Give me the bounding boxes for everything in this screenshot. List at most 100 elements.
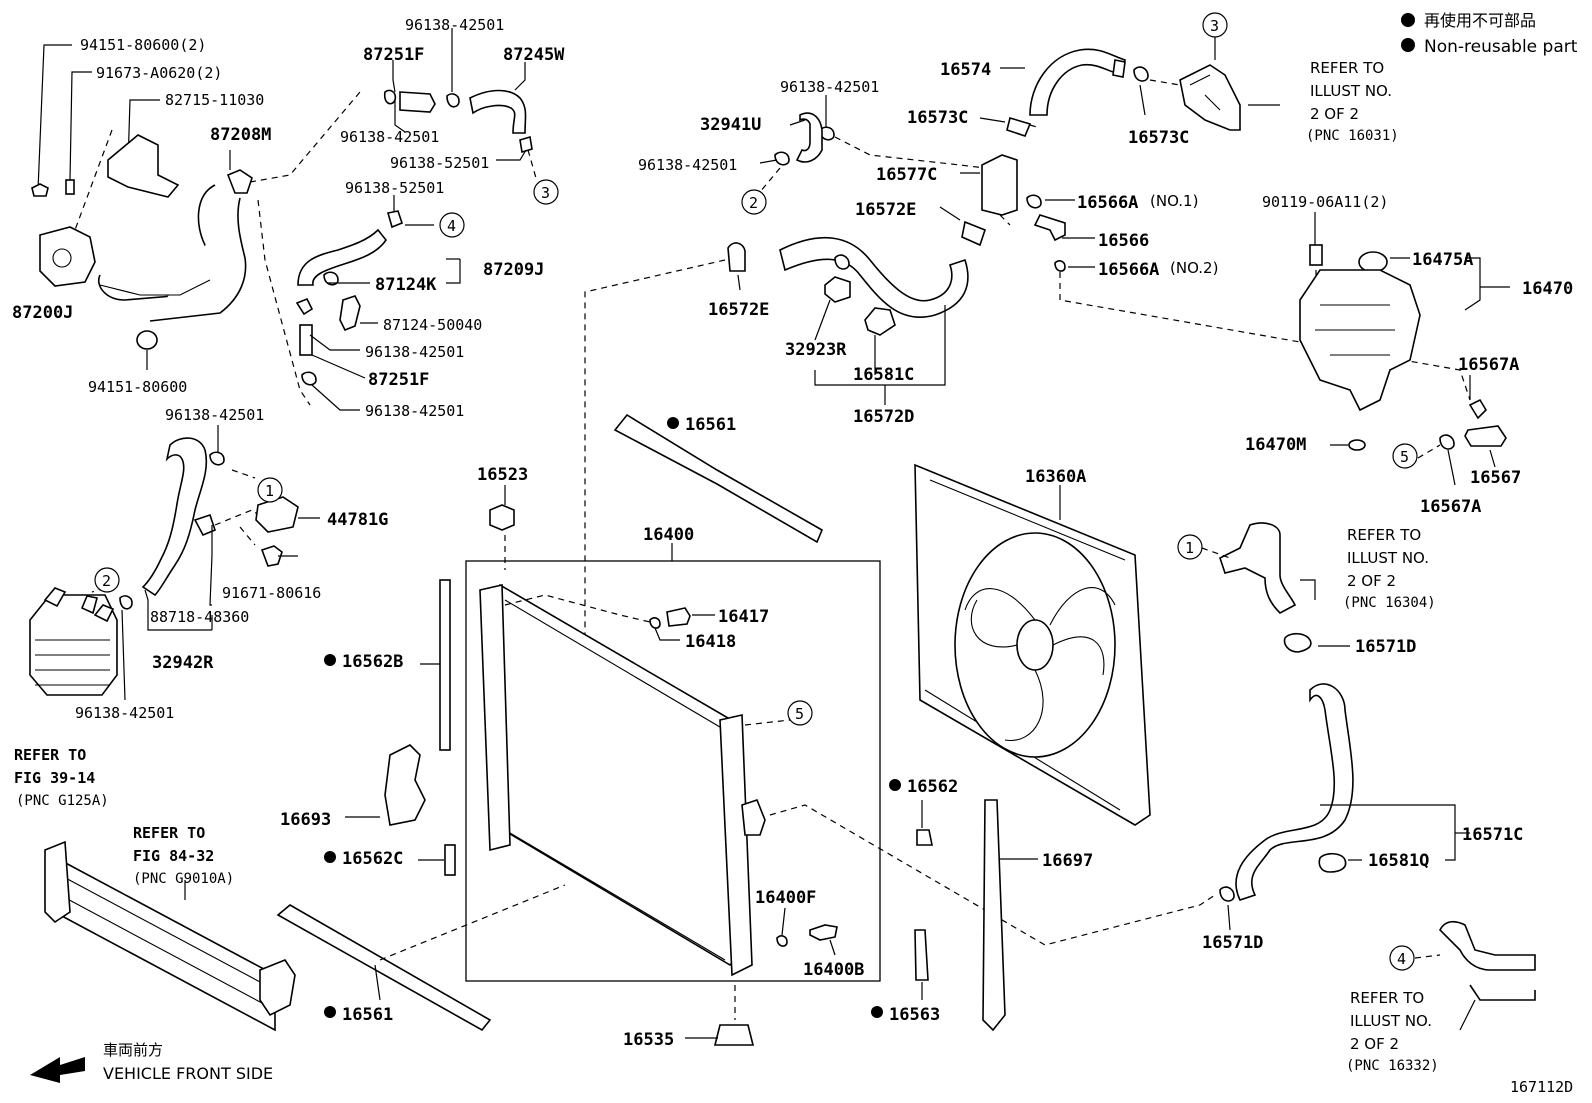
- non-reusable-bullet-icon: [324, 1006, 336, 1018]
- label-16693: 16693: [280, 810, 331, 830]
- water-outlet-icon: [1179, 64, 1241, 131]
- refer-line: REFER TO: [133, 824, 205, 842]
- label-91671-80616: 91671-80616: [222, 584, 321, 602]
- label-87251f: 87251F: [363, 45, 424, 65]
- label-16572e: 16572E: [708, 300, 769, 320]
- refer-line: REFER TO: [14, 746, 86, 764]
- clamp-icon: [864, 307, 896, 336]
- hose-icon: [141, 437, 208, 597]
- label-44781g: 44781G: [327, 510, 388, 530]
- clamp-icon: [1283, 632, 1312, 653]
- label-16523: 16523: [477, 465, 528, 485]
- label-16563: 16563: [889, 1005, 940, 1025]
- non-reusable-bullet-icon: [1401, 38, 1415, 52]
- label-82715-11030: 82715-11030: [165, 91, 264, 109]
- nut-icon: [31, 183, 49, 197]
- radiator-tank-right-icon: [719, 714, 753, 977]
- non-reusable-bullet-icon: [1401, 13, 1415, 27]
- reservoir-cap-icon: [1358, 251, 1388, 273]
- label-16475a: 16475A: [1412, 250, 1473, 270]
- label-87209j: 87209J: [483, 260, 544, 280]
- seal-icon: [916, 829, 933, 846]
- radiator-group: [276, 413, 1216, 1046]
- drain-plug-icon: [809, 924, 838, 941]
- legend-jp: 再使用不可部品: [1424, 11, 1536, 30]
- reservoir-group: [1299, 212, 1510, 486]
- hose-icon: [297, 228, 387, 286]
- label-96138-42501: 96138-42501: [340, 128, 439, 146]
- label-87208m: 87208M: [210, 125, 271, 145]
- refer-line: 2 OF 2: [1347, 572, 1396, 590]
- cushion-icon: [489, 504, 515, 531]
- water-pipe-icon: [1439, 920, 1536, 971]
- svg-text:5: 5: [1400, 448, 1409, 466]
- label-96138-42501: 96138-42501: [405, 16, 504, 34]
- label-96138-42501: 96138-42501: [780, 78, 879, 96]
- callout-3-b: 3: [533, 179, 559, 205]
- refer-line: ILLUST NO.: [1347, 549, 1429, 567]
- callout-2-a: 2: [94, 567, 120, 593]
- non-reusable-bullet-icon: [324, 851, 336, 863]
- label-16561: 16561: [685, 415, 736, 435]
- refer-line: REFER TO: [1350, 989, 1424, 1007]
- hose-icon: [795, 112, 823, 163]
- shroud-bracket-icon: [982, 799, 1006, 1032]
- label-96138-42501: 96138-42501: [365, 402, 464, 420]
- label-87124k: 87124K: [375, 275, 437, 295]
- callout-5-a: 5: [787, 700, 813, 726]
- svg-text:4: 4: [447, 217, 456, 235]
- right-hose-group: [1201, 522, 1536, 1031]
- clamp-icon: [824, 276, 851, 303]
- label-16573c: 16573C: [907, 108, 968, 128]
- label-16470m: 16470M: [1245, 435, 1306, 455]
- clip-icon: [193, 513, 216, 537]
- hose-icon: [1464, 425, 1507, 447]
- label-16572d: 16572D: [853, 407, 914, 427]
- refer-line: 2 OF 2: [1310, 105, 1359, 123]
- label-32923r: 32923R: [785, 340, 847, 360]
- bolt-icon: [65, 179, 75, 195]
- front-side-jp: 車両前方: [103, 1041, 163, 1059]
- label-91673-a0620-2: 91673-A0620(2): [96, 64, 222, 82]
- connector-icon: [981, 154, 1018, 216]
- label-87200j: 87200J: [12, 303, 73, 323]
- reservoir-tank-icon: [1299, 269, 1421, 412]
- label-94151-80600-2: 94151-80600(2): [80, 36, 206, 54]
- callout-1-a: 1: [257, 477, 283, 503]
- label-16567a: 16567A: [1420, 497, 1481, 517]
- part-labels: 94151-80600(2) 91673-A0620(2) 82715-1103…: [12, 16, 1573, 1096]
- label-16566a: 16566A: [1098, 260, 1159, 280]
- grommet-icon: [136, 330, 158, 350]
- label-16566a-suffix: (NO.1): [1150, 192, 1198, 210]
- label-16571d: 16571D: [1202, 933, 1263, 953]
- refer-line: ILLUST NO.: [1310, 82, 1392, 100]
- refer-line: ILLUST NO.: [1350, 1012, 1432, 1030]
- callout-4-b: 4: [1389, 945, 1415, 971]
- hose-icon: [469, 89, 527, 134]
- label-16360a: 16360A: [1025, 467, 1086, 487]
- label-16400: 16400: [643, 525, 694, 545]
- label-16567a: 16567A: [1458, 355, 1519, 375]
- legend: 再使用不可部品 Non-reusable part: [1401, 11, 1578, 57]
- label-16418: 16418: [685, 632, 736, 652]
- clamp-icon: [1318, 852, 1347, 873]
- drain-cock-icon: [666, 607, 691, 627]
- label-87251f: 87251F: [368, 370, 429, 390]
- refer-line: FIG 39-14: [14, 769, 95, 787]
- refer-line: REFER TO: [1347, 526, 1421, 544]
- front-arrow-icon: [30, 1057, 85, 1083]
- bottom-left-group: [30, 840, 296, 1083]
- label-16417: 16417: [718, 607, 769, 627]
- label-96138-42501: 96138-42501: [165, 406, 264, 424]
- label-16571d: 16571D: [1355, 637, 1416, 657]
- radiator-frame-box: [465, 560, 881, 982]
- refer-line: (PNC G9010A): [133, 871, 234, 887]
- label-16697: 16697: [1042, 851, 1093, 871]
- refer-16304: REFER TO ILLUST NO. 2 OF 2 (PNC 16304): [1343, 526, 1436, 611]
- callouts: 1 1 2 2 3 3 4 4: [94, 12, 1418, 971]
- label-96138-52501: 96138-52501: [390, 154, 489, 172]
- label-16400f: 16400F: [755, 888, 816, 908]
- sensor-icon: [255, 496, 299, 533]
